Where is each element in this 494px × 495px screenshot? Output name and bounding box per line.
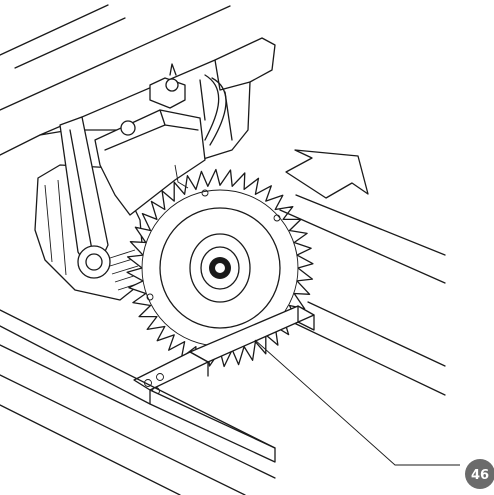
saw-blade	[126, 164, 314, 368]
callout-badge: 46	[465, 459, 494, 489]
direction-arrow-icon	[285, 149, 369, 199]
lower-frame-lines	[0, 344, 276, 495]
right-rail-lines	[279, 194, 446, 396]
motor-bracket	[94, 63, 227, 216]
table-slot	[0, 309, 276, 463]
insert-plate	[133, 305, 315, 395]
pivot-arm	[59, 116, 111, 279]
callout-number: 46	[471, 468, 489, 483]
callout-leader-line	[254, 339, 460, 466]
upper-frame-lines	[0, 4, 231, 156]
